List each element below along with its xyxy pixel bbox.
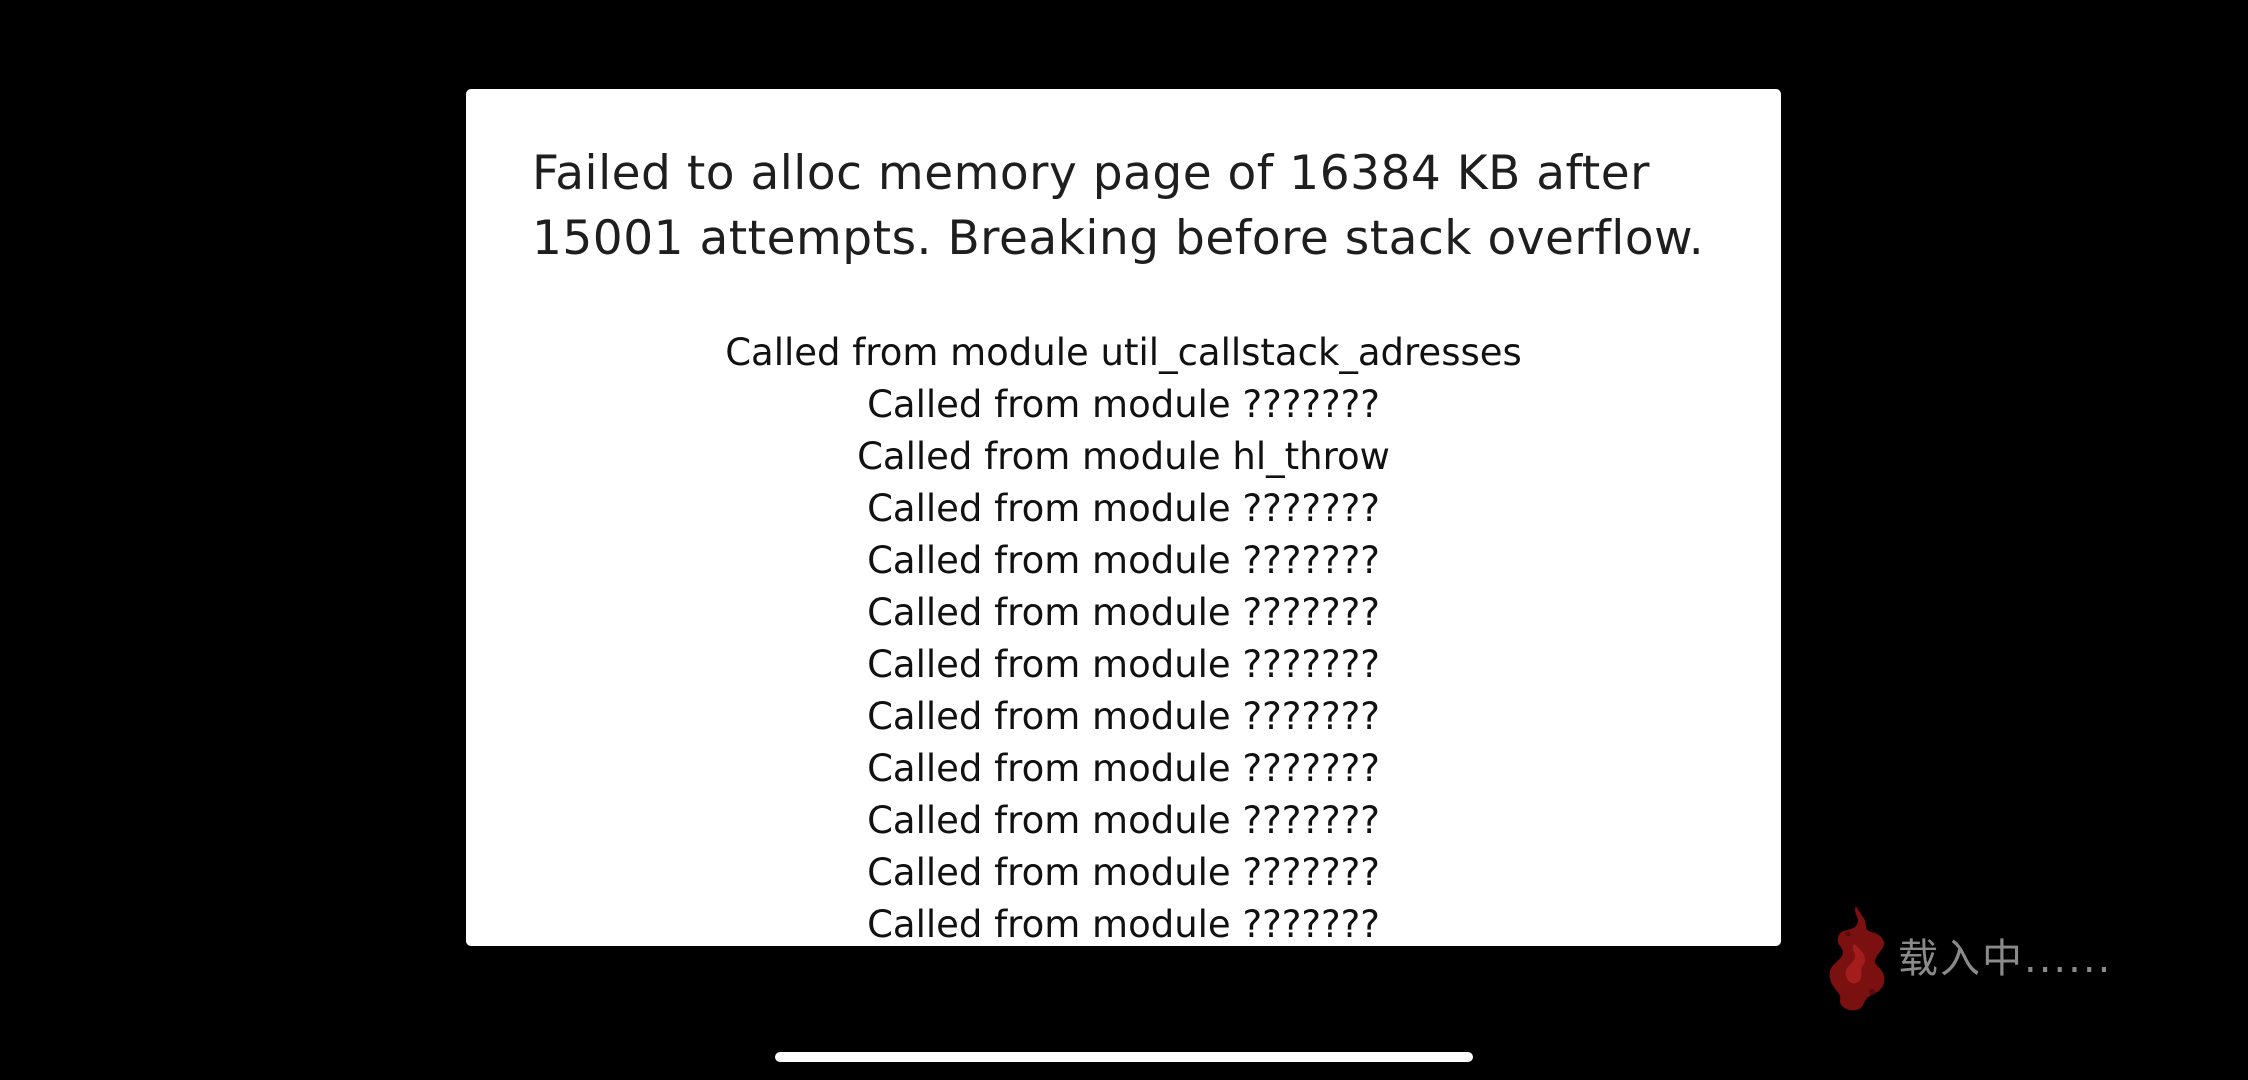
- callstack-line: Called from module ???????: [867, 383, 1380, 426]
- flame-icon: [1829, 906, 1885, 1011]
- callstack-line: Called from module ???????: [867, 695, 1380, 738]
- callstack-line: Called from module ???????: [867, 799, 1380, 842]
- home-indicator-bar[interactable]: [775, 1052, 1473, 1062]
- callstack-line: Called from module hl_throw: [857, 435, 1390, 478]
- callstack-line: Called from module ???????: [867, 539, 1380, 582]
- callstack-line: Called from module ???????: [867, 487, 1380, 530]
- callstack-line: Called from module ???????: [867, 591, 1380, 634]
- callstack-line: Called from module ???????: [867, 851, 1380, 894]
- error-dialog: Failed to alloc memory page of 16384 KB …: [466, 89, 1781, 946]
- callstack-line: Called from module ???????: [867, 747, 1380, 790]
- callstack-line: Called from module ???????: [867, 903, 1380, 946]
- loading-text: 载入中......: [1898, 936, 2113, 982]
- loading-indicator: 载入中......: [1826, 904, 2126, 1014]
- error-message: Failed to alloc memory page of 16384 KB …: [532, 146, 1705, 266]
- callstack-line: Called from module util_callstack_adress…: [725, 331, 1522, 374]
- callstack-line: Called from module ???????: [867, 643, 1380, 686]
- callstack-list: Called from module util_callstack_adress…: [466, 327, 1781, 946]
